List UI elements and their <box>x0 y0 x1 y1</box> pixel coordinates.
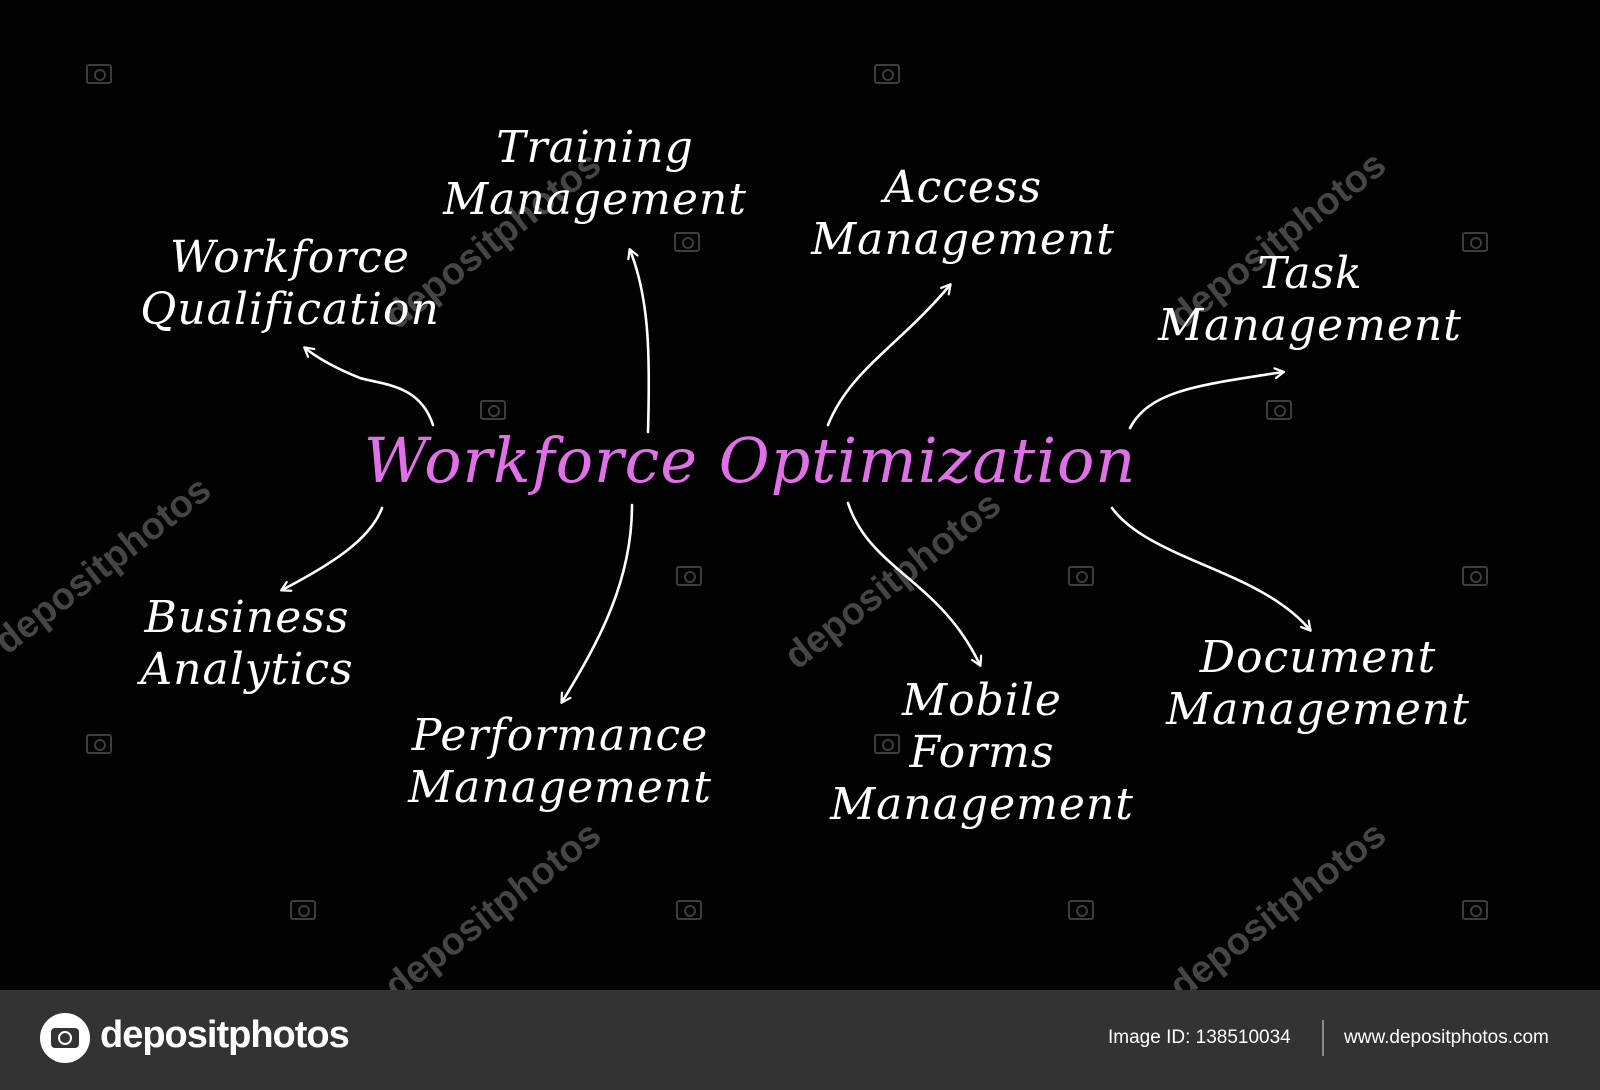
camera-icon <box>676 566 702 586</box>
camera-icon <box>1068 900 1094 920</box>
node-line: Document <box>1199 632 1437 683</box>
node-line: Forms <box>909 727 1055 778</box>
camera-icon <box>1266 400 1292 420</box>
diagram-board: depositphotos depositphotos depositphoto… <box>0 0 1600 990</box>
footer-divider <box>1322 1020 1324 1056</box>
node-access-management: Access Management <box>811 162 1115 266</box>
camera-icon <box>874 734 900 754</box>
arrow-to-access-management <box>826 285 950 427</box>
camera-logo-icon <box>40 1013 90 1063</box>
node-training-management: Training Management <box>443 122 747 226</box>
node-line: Task <box>1257 248 1363 299</box>
footer-logo-text: depositphotos <box>100 1014 350 1056</box>
footer-bar: depositphotos Image ID: 138510034 www.de… <box>0 990 1600 1090</box>
arrow-to-performance-management <box>562 503 634 702</box>
camera-icon <box>874 64 900 84</box>
node-line: Training <box>496 122 694 173</box>
node-line: Mobile <box>902 675 1062 726</box>
camera-icon <box>86 734 112 754</box>
node-line: Management <box>443 174 747 225</box>
site-url-link[interactable]: www.depositphotos.com <box>1344 1027 1549 1048</box>
node-line: Analytics <box>140 644 354 695</box>
node-line: Management <box>408 762 712 813</box>
camera-icon <box>1462 566 1488 586</box>
camera-icon <box>290 900 316 920</box>
node-line: Management <box>1158 300 1462 351</box>
node-line: Access <box>883 162 1043 213</box>
node-line: Workforce <box>170 232 410 283</box>
camera-icon <box>1462 232 1488 252</box>
node-line: Management <box>811 214 1115 265</box>
image-id-label: Image ID: 138510034 <box>1108 1027 1291 1048</box>
arrow-to-business-analytics <box>282 506 384 590</box>
arrow-to-training-management <box>630 250 651 434</box>
node-line: Management <box>830 779 1134 830</box>
camera-icon <box>86 64 112 84</box>
arrow-to-document-management <box>1110 506 1310 630</box>
node-line: Performance <box>411 710 709 761</box>
node-performance-management: Performance Management <box>408 710 712 814</box>
arrow-to-task-management <box>1128 372 1283 430</box>
camera-icon <box>674 232 700 252</box>
camera-icon <box>1462 900 1488 920</box>
camera-icon <box>1068 566 1094 586</box>
node-line: Qualification <box>140 284 440 335</box>
camera-icon <box>676 900 702 920</box>
node-mobile-forms-management: Mobile Forms Management <box>830 675 1134 831</box>
node-line: Management <box>1166 684 1470 735</box>
camera-icon <box>480 400 506 420</box>
node-business-analytics: Business Analytics <box>140 592 353 696</box>
node-workforce-qualification: Workforce Qualification <box>140 232 440 336</box>
node-line: Business <box>144 592 350 643</box>
arrows-layer <box>0 0 1600 990</box>
center-concept: Workforce Optimization <box>363 424 1137 497</box>
arrow-to-mobile-forms-management <box>846 501 980 665</box>
node-task-management: Task Management <box>1158 248 1462 352</box>
node-document-management: Document Management <box>1166 632 1470 736</box>
arrow-to-workforce-qualification <box>305 348 435 427</box>
